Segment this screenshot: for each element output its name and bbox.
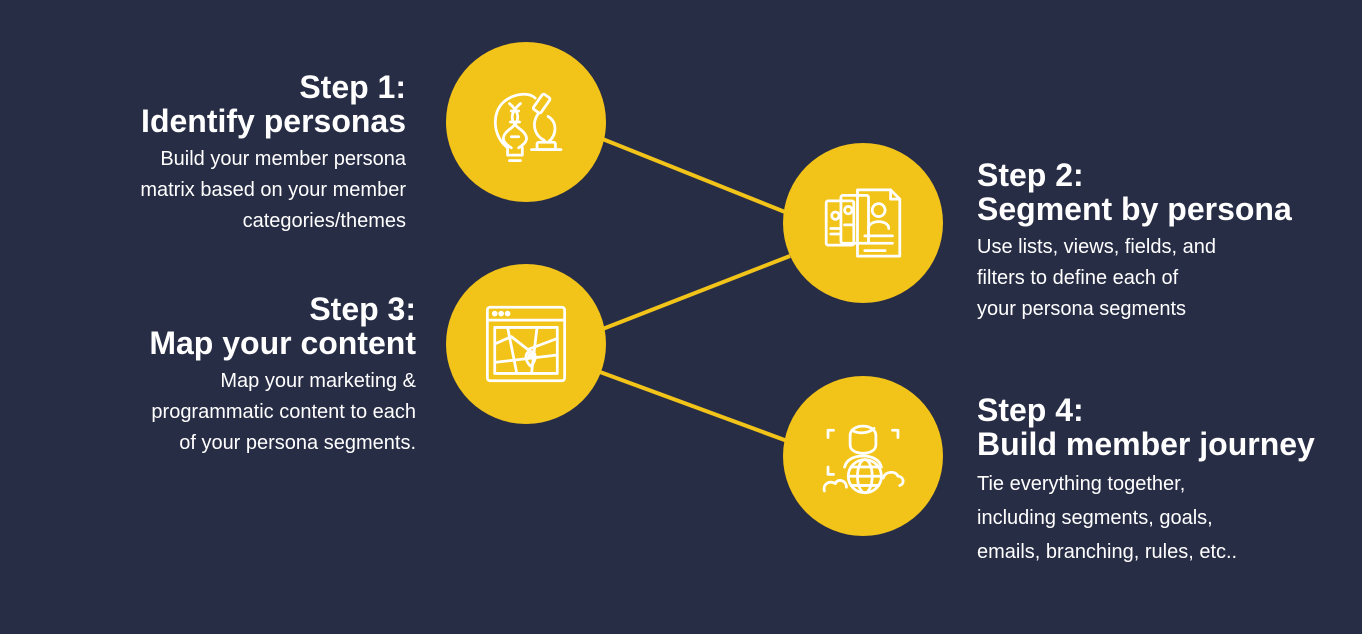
step1-label: Step 1: [299,69,406,105]
step4-block: Step 4: Build member journey Tie everyth… [977,393,1315,569]
step3-block: Step 3: Map your content Map your market… [149,292,416,459]
resume-profiles-icon [824,188,902,258]
step2-block: Step 2: Segment by persona Use lists, vi… [977,158,1292,325]
step4-desc-line: including segments, goals, [977,507,1213,529]
step1-circle [446,42,606,202]
step4-label: Step 4: [977,392,1084,428]
step4-circle [783,376,943,536]
step3-circle [446,264,606,424]
dna-microscope-icon [494,92,563,163]
connector-step1-step2 [599,136,791,216]
step2-desc-line: filters to define each of [977,267,1179,289]
step3-description: Map your marketing & programmatic conten… [149,366,416,459]
step3-desc-line: Map your marketing & [220,370,416,392]
step4-desc-line: Tie everything together, [977,473,1186,495]
step2-description: Use lists, views, fields, and filters to… [977,232,1292,325]
step1-description: Build your member persona matrix based o… [140,144,406,237]
step1-desc-line: categories/themes [242,210,406,232]
step4-desc-line: emails, branching, rules, etc.. [977,541,1238,563]
connector-step3-step2 [599,254,791,332]
step2-circle [783,143,943,303]
step4-title: Build member journey [977,426,1315,462]
step2-desc-line: Use lists, views, fields, and [977,236,1216,258]
step3-desc-line: programmatic content to each [151,401,416,423]
connector-step3-step4 [599,370,791,444]
step3-title: Map your content [149,325,416,361]
step1-desc-line: matrix based on your member [140,179,406,201]
step1-block: Step 1: Identify personas Build your mem… [140,70,406,237]
step4-description: Tie everything together, including segme… [977,467,1315,569]
step1-desc-line: Build your member persona [160,148,406,170]
map-window-icon [485,305,567,383]
step2-label: Step 2: [977,157,1084,193]
step3-desc-line: of your persona segments. [179,432,416,454]
step2-desc-line: your persona segments [977,298,1187,320]
person-globe-icon [822,424,905,495]
step1-title: Identify personas [141,103,406,139]
step3-label: Step 3: [309,291,416,327]
step2-title: Segment by persona [977,191,1292,227]
